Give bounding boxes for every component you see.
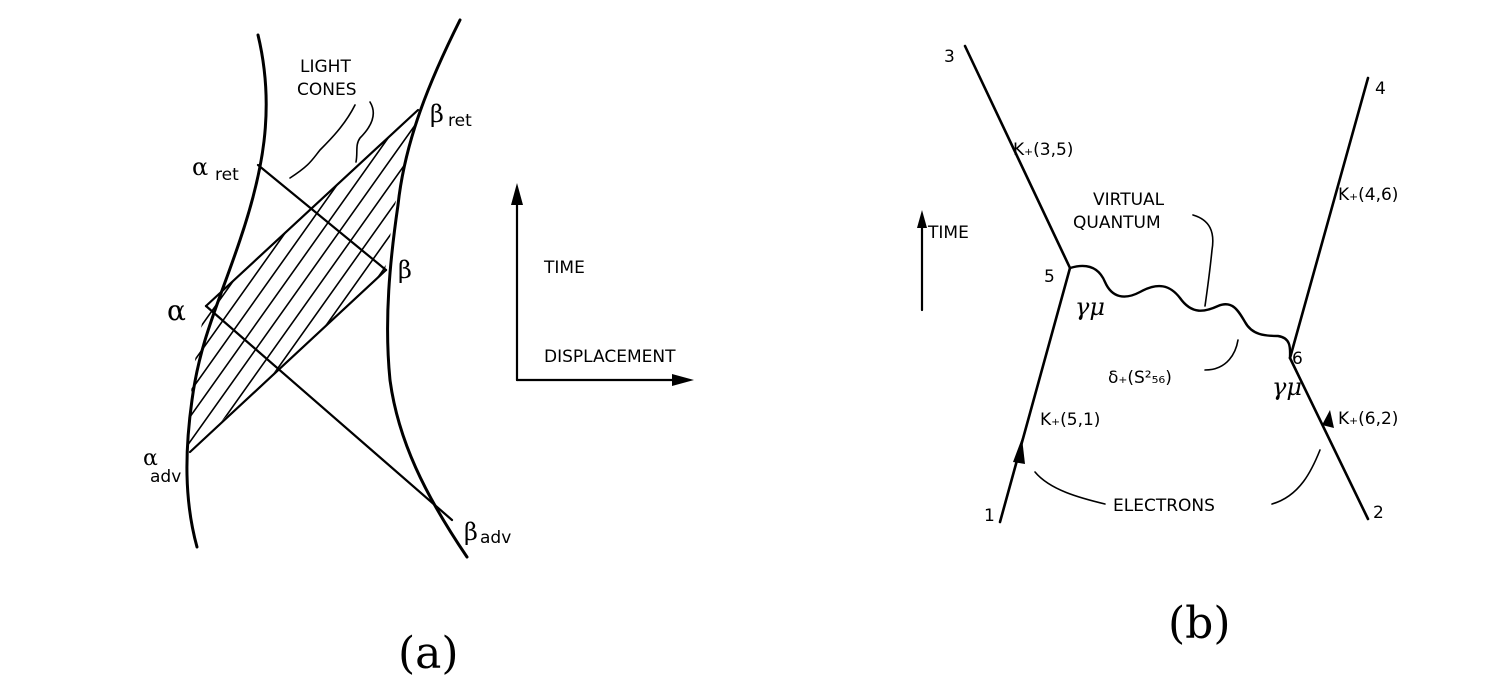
label-beta-ret: β ret: [430, 100, 472, 131]
time-arrow-head: [917, 210, 927, 228]
svg-text:β: β: [430, 100, 444, 128]
point-4-label: 4: [1375, 79, 1386, 99]
electrons-pointer-left: [1034, 471, 1106, 505]
worldline-beta: [386, 18, 469, 559]
k35-label: K₊(3,5): [1013, 140, 1073, 160]
electron-line-1-5: [998, 266, 1072, 524]
gamma-mu-right: γμ: [1272, 373, 1302, 401]
vertex-5-label: 5: [1044, 267, 1055, 287]
caption-b: (b): [1168, 598, 1231, 649]
light-cones-label-2: CONES: [297, 80, 357, 100]
point-2-label: 2: [1373, 503, 1384, 523]
svg-text:adv: adv: [150, 467, 181, 487]
time-axis-arrowhead: [511, 183, 523, 205]
k62-label: K₊(6,2): [1338, 409, 1398, 429]
virtual-quantum-label-2: QUANTUM: [1073, 213, 1161, 233]
time-label-b: TIME: [927, 223, 969, 243]
electrons-label: ELECTRONS: [1113, 496, 1215, 516]
light-line-alpha-ret-to-beta: [256, 163, 388, 272]
label-beta: β: [398, 256, 412, 284]
panel-b: 5 6 3 4 1 2 K₊(3,5) K₊(4,6) K₊(5,1) K₊(6…: [917, 44, 1398, 649]
caption-a: (a): [398, 628, 459, 677]
svg-text:ret: ret: [448, 111, 472, 131]
virtual-photon-line: [1068, 264, 1292, 360]
point-1-label: 1: [984, 506, 995, 526]
light-cones-pointer-2: [355, 101, 375, 163]
time-axis-label: TIME: [543, 258, 585, 278]
delta-label: δ₊(S²₅₆): [1108, 368, 1172, 388]
panel-a: LIGHT CONES α ret α α adv β ret β β adv …: [143, 18, 694, 677]
label-alpha: α: [167, 294, 186, 327]
svg-text:α: α: [192, 153, 208, 181]
gamma-mu-left: γμ: [1075, 293, 1105, 321]
svg-text:adv: adv: [480, 528, 511, 548]
light-line-alpha-adv-to-beta: [188, 268, 388, 454]
virtual-quantum-pointer: [1192, 214, 1214, 307]
displacement-axis-label: DISPLACEMENT: [544, 347, 676, 367]
displacement-axis-arrowhead: [672, 374, 694, 386]
electron-line-6-4: [1288, 76, 1370, 360]
delta-pointer: [1204, 339, 1239, 371]
electron-arrow-right: [1322, 410, 1334, 428]
electrons-pointer-right: [1271, 449, 1321, 505]
label-alpha-adv: α adv: [143, 446, 181, 487]
svg-text:ret: ret: [215, 165, 239, 185]
virtual-quantum-label-1: VIRTUAL: [1093, 190, 1165, 210]
k51-label: K₊(5,1): [1040, 410, 1100, 430]
svg-text:β: β: [464, 518, 478, 546]
electron-line-2-6: [1288, 356, 1370, 521]
label-beta-adv: β adv: [464, 518, 511, 548]
point-3-label: 3: [944, 47, 955, 67]
k46-label: K₊(4,6): [1338, 185, 1398, 205]
worldline-alpha: [185, 33, 268, 549]
svg-text:α: α: [143, 446, 158, 471]
vertex-6-label: 6: [1292, 349, 1303, 369]
electron-arrow-left: [1013, 438, 1025, 464]
electron-line-5-3: [963, 44, 1072, 270]
label-alpha-ret: α ret: [192, 153, 239, 185]
light-line-alpha-to-beta-adv: [204, 304, 454, 522]
light-cones-label-1: LIGHT: [300, 57, 351, 77]
light-cones-pointer-1: [289, 104, 356, 179]
